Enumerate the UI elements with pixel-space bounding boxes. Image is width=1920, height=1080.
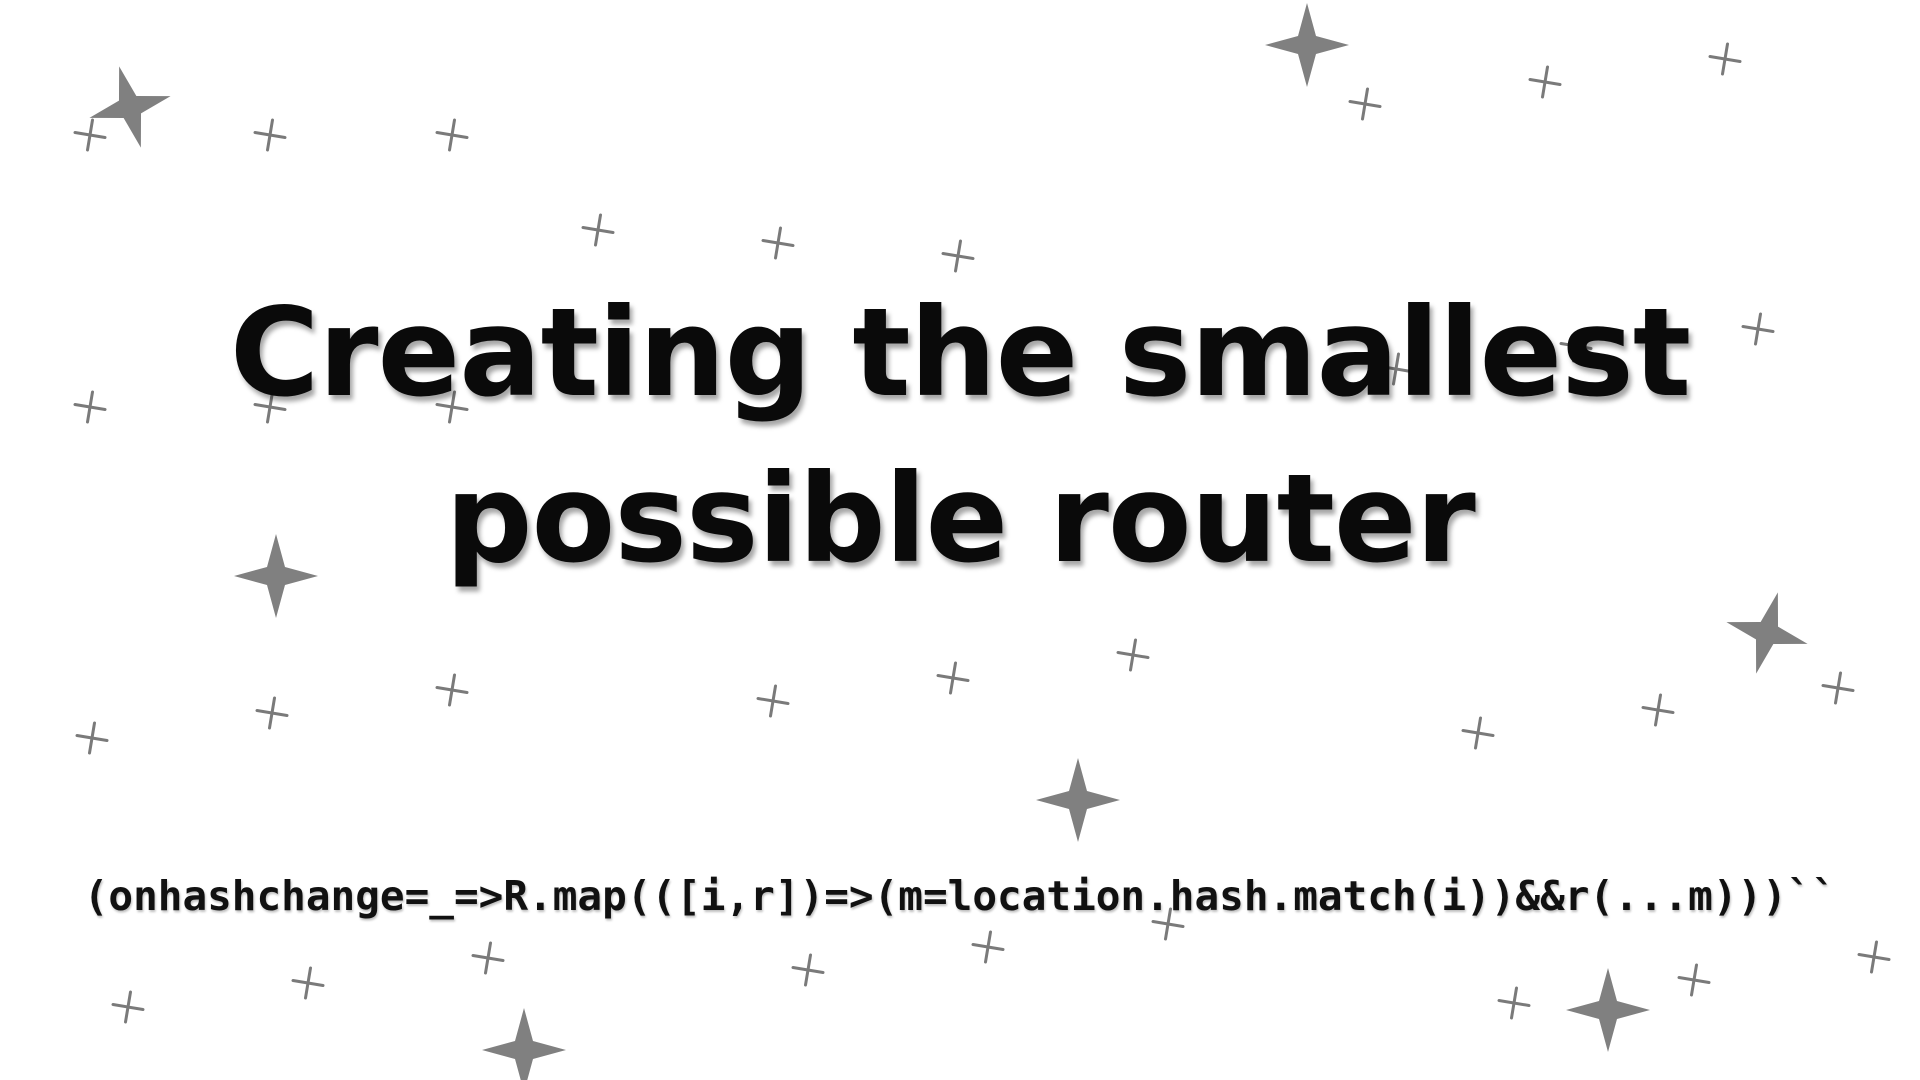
cross-icon xyxy=(941,239,975,273)
cross-icon xyxy=(1641,693,1675,727)
cross-icon xyxy=(75,721,109,755)
sparkle-icon xyxy=(1566,968,1650,1052)
cross-icon xyxy=(1857,940,1891,974)
cross-icon xyxy=(291,966,325,1000)
sparkle-icon xyxy=(482,1008,566,1080)
slide-title: Creating the smallest possible router xyxy=(0,270,1920,602)
cross-icon xyxy=(111,990,145,1024)
cross-icon xyxy=(255,696,289,730)
cross-icon xyxy=(761,226,795,260)
cross-icon xyxy=(971,930,1005,964)
title-line-1: Creating the smallest xyxy=(229,282,1691,424)
sparkle-icon xyxy=(1265,3,1349,87)
cross-icon xyxy=(756,684,790,718)
cross-icon xyxy=(581,213,615,247)
cross-icon xyxy=(1348,87,1382,121)
cross-icon xyxy=(471,941,505,975)
cross-icon xyxy=(1528,65,1562,99)
cross-icon xyxy=(435,118,469,152)
cross-icon xyxy=(791,953,825,987)
code-snippet: (onhashchange=_=>R.map(([i,r])=>(m=locat… xyxy=(83,872,1837,920)
cross-icon xyxy=(1677,963,1711,997)
cross-icon xyxy=(73,118,107,152)
cross-icon xyxy=(1116,638,1150,672)
cross-icon xyxy=(1821,671,1855,705)
sparkle-icon xyxy=(78,55,182,159)
cross-icon xyxy=(936,661,970,695)
cross-icon xyxy=(253,118,287,152)
cross-icon xyxy=(1461,716,1495,750)
cross-icon xyxy=(1497,986,1531,1020)
cross-icon xyxy=(1708,42,1742,76)
title-line-2: possible router xyxy=(445,448,1476,590)
cross-icon xyxy=(435,673,469,707)
sparkle-icon xyxy=(1036,758,1120,842)
